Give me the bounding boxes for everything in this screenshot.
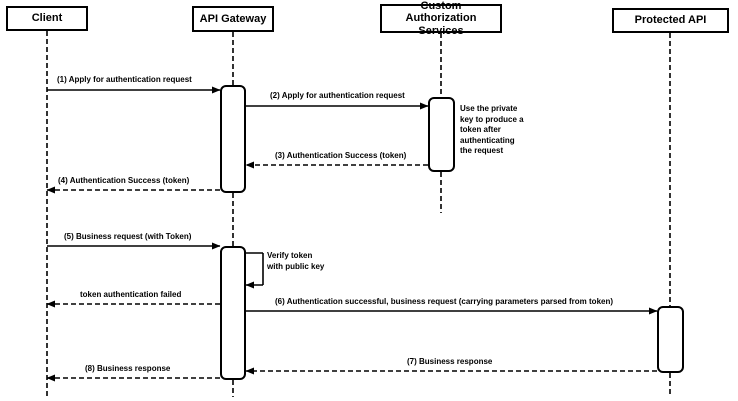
participant-label: Client	[31, 12, 63, 25]
note-private-key: Use the private key to produce a token a…	[460, 104, 524, 155]
participant-custom-authorization-services: Custom Authorization Services	[380, 0, 502, 37]
participant-api-gateway: API Gateway	[192, 6, 274, 32]
participant-client: Client	[6, 6, 88, 31]
custom-auth-activation	[428, 97, 455, 172]
msg-verify-token-label: Verify token with public key	[267, 251, 325, 271]
msg-token-failed-label: token authentication failed	[80, 290, 182, 299]
participant-label: Custom Authorization Services	[405, 0, 477, 37]
protected-api-activation	[657, 306, 684, 373]
msg-2-label: (2) Apply for authentication request	[270, 91, 405, 100]
msg-1-label: (1) Apply for authentication request	[57, 75, 192, 84]
participant-label: Protected API	[634, 14, 707, 27]
msg-8-label: (8) Business response	[85, 364, 171, 373]
msg-5-label: (5) Business request (with Token)	[64, 232, 192, 241]
msg-4-label: (4) Authentication Success (token)	[58, 176, 190, 185]
participant-protected-api: Protected API	[612, 8, 729, 33]
api-gateway-activation-2	[220, 246, 246, 380]
msg-6-label: (6) Authentication successful, business …	[275, 297, 614, 306]
api-gateway-activation-1	[220, 85, 246, 193]
msg-7-label: (7) Business response	[407, 357, 493, 366]
msg-3-label: (3) Authentication Success (token)	[275, 151, 407, 160]
participant-label: API Gateway	[199, 12, 267, 25]
